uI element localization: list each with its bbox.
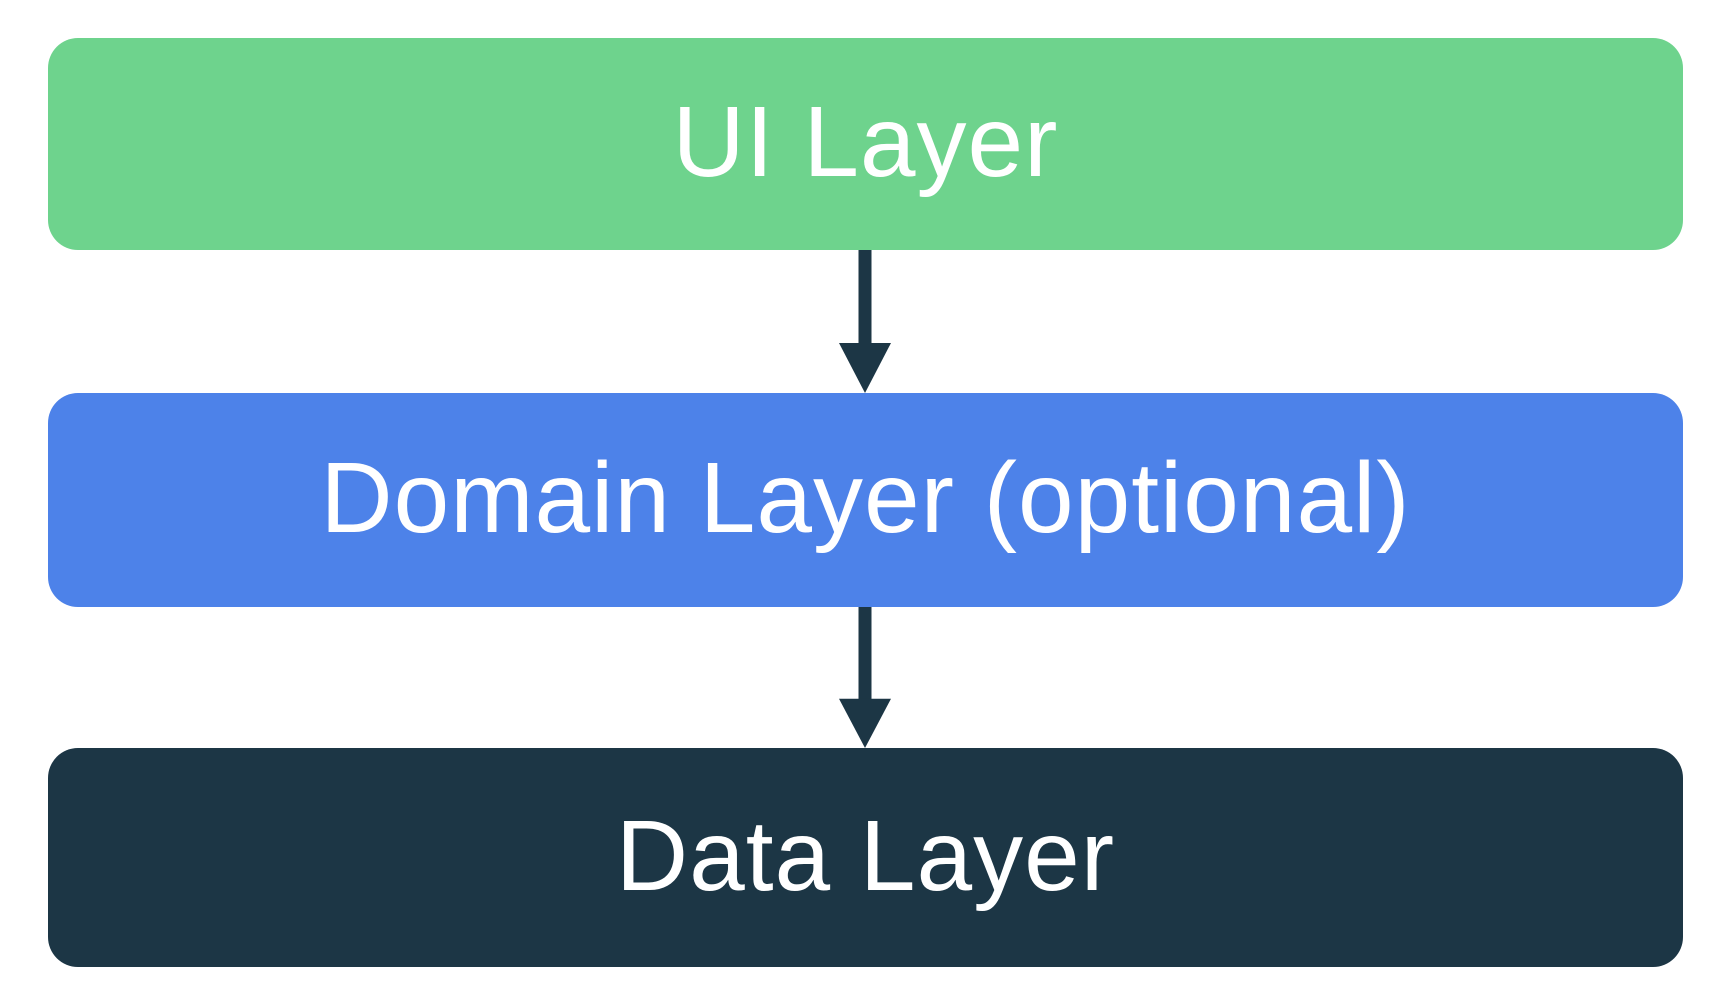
layer-label-domain: Domain Layer (optional) — [320, 442, 1411, 554]
layer-label-data: Data Layer — [615, 799, 1116, 912]
layer-box-data: Data Layer — [48, 748, 1683, 967]
arrow-down-icon — [839, 607, 891, 748]
layer-box-domain: Domain Layer (optional) — [48, 393, 1683, 607]
layer-label-ui: UI Layer — [672, 86, 1059, 198]
layer-box-ui: UI Layer — [48, 38, 1683, 250]
arrow-down-icon — [839, 250, 891, 393]
